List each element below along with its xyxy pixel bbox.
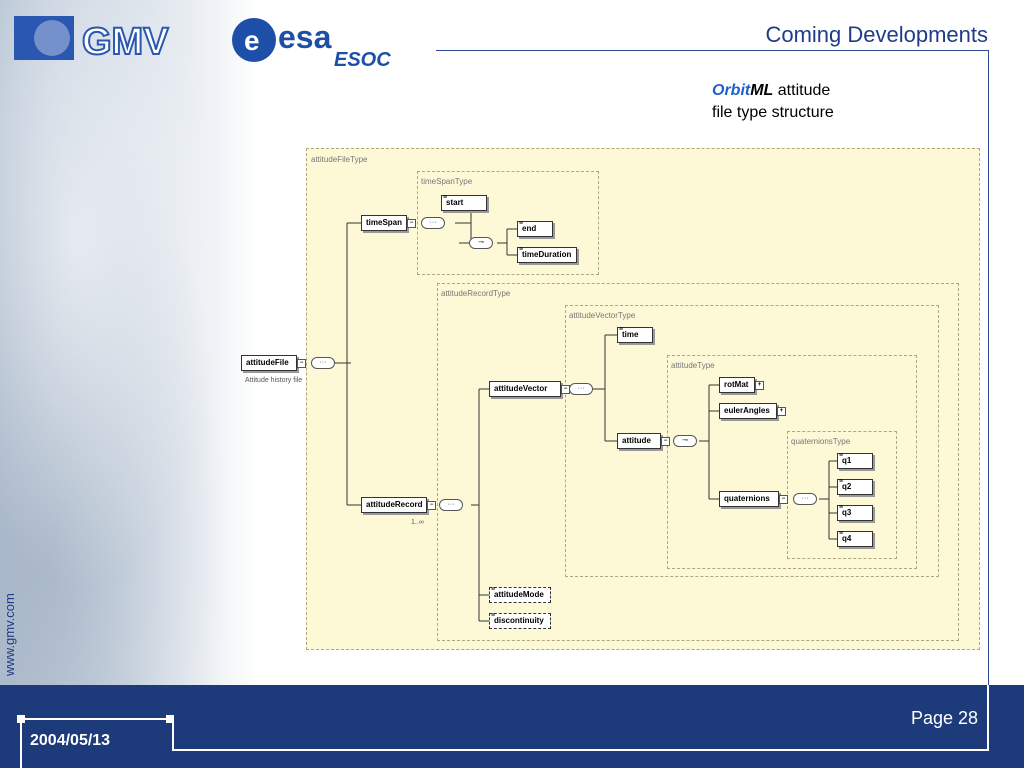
footer-date: 2004/05/13 <box>30 732 111 749</box>
node-attitude[interactable]: attitude − <box>617 433 670 449</box>
node-q3[interactable]: ≡ q3 <box>837 504 873 521</box>
type-label-attitudefiletype: attitudeFileType <box>311 155 368 164</box>
subtitle-orbit: Orbit <box>712 82 751 99</box>
simple-type-icon: ≡ <box>839 504 844 511</box>
esoc-logo-text: ESOC <box>334 49 391 70</box>
node-eulerangles[interactable]: eulerAngles + <box>719 403 786 419</box>
sequence-icon: ··· <box>793 493 817 505</box>
collapse-icon[interactable]: − <box>407 219 416 228</box>
simple-type-icon: ≡ <box>839 478 844 485</box>
simple-type-icon: ≡ <box>619 326 624 333</box>
node-eulerangles-label: eulerAngles <box>724 406 770 415</box>
type-label-timespantype: timeSpanType <box>421 177 473 186</box>
sequence-icon: ··· <box>439 499 463 511</box>
node-end-label: end <box>522 224 537 233</box>
node-time-label: time <box>622 330 639 339</box>
footer-line <box>172 749 988 751</box>
simple-type-icon: ≡ <box>839 452 844 459</box>
type-label-attitudevectortype: attitudeVectorType <box>569 311 636 320</box>
website-url: www.gmv.com <box>2 593 17 676</box>
node-timeduration-label: timeDuration <box>522 250 572 259</box>
node-q2[interactable]: ≡ q2 <box>837 478 873 495</box>
esa-logo: e esa ESOC <box>232 18 391 70</box>
node-attitudevector[interactable]: attitudeVector − <box>489 381 570 397</box>
node-q2-label: q2 <box>842 482 852 491</box>
node-timeduration[interactable]: ≡ timeDuration <box>517 246 577 263</box>
node-start[interactable]: ≡ start <box>441 194 487 211</box>
collapse-icon[interactable]: − <box>661 437 670 446</box>
page-title: Coming Developments <box>765 22 988 47</box>
diagram-connectors <box>311 202 837 622</box>
type-label-attituderecordtype: attitudeRecordType <box>441 289 511 298</box>
simple-type-icon: ≡ <box>519 220 524 227</box>
esa-logo-text: esa <box>278 19 332 55</box>
simple-type-icon: ≡ <box>839 530 844 537</box>
node-discontinuity-label: discontinuity <box>494 616 544 625</box>
sequence-icon: ··· <box>311 357 335 369</box>
node-attitudemode[interactable]: ≡ attitudeMode <box>489 586 551 603</box>
node-start-label: start <box>446 198 464 207</box>
node-attitudevector-label: attitudeVector <box>494 384 548 393</box>
node-rotmat-label: rotMat <box>724 380 749 389</box>
node-attitudefile-label: attitudeFile <box>246 358 289 367</box>
page-number: Page 28 <box>910 708 978 728</box>
subtitle-ml: ML <box>750 82 774 99</box>
simple-type-icon: ≡ <box>491 586 496 593</box>
sequence-icon: ··· <box>569 383 593 395</box>
node-attituderecord[interactable]: attitudeRecord − <box>361 497 436 513</box>
footer-line <box>22 718 170 720</box>
node-q4[interactable]: ≡ q4 <box>837 530 873 547</box>
simple-type-icon: ≡ <box>519 246 524 253</box>
node-q1[interactable]: ≡ q1 <box>837 452 873 469</box>
node-q4-label: q4 <box>842 534 852 543</box>
choice-icon: ⊸ <box>673 435 697 447</box>
subtitle-line2: file type structure <box>712 104 834 121</box>
gmv-logo-text: GMV <box>82 21 169 63</box>
node-timespan-label: timeSpan <box>366 218 403 227</box>
node-attitudefile[interactable]: attitudeFile − <box>241 355 306 371</box>
right-frame-line <box>988 50 989 750</box>
sequence-icon: ··· <box>421 217 445 229</box>
node-q3-label: q3 <box>842 508 852 517</box>
node-q1-label: q1 <box>842 456 852 465</box>
svg-text:e: e <box>244 25 260 56</box>
slide-subtitle: OrbitML attitude file type structure <box>712 80 834 124</box>
xml-schema-diagram: attitudeFileType timeSpanType attitudeRe… <box>241 148 980 650</box>
collapse-icon[interactable]: − <box>779 495 788 504</box>
simple-type-icon: ≡ <box>443 194 448 201</box>
choice-icon: ⊸ <box>469 237 493 249</box>
node-attituderecord-multiplicity: 1..∞ <box>411 519 424 526</box>
footer-square-icon <box>166 715 174 723</box>
expand-icon[interactable]: + <box>777 407 786 416</box>
node-attitudemode-label: attitudeMode <box>494 590 544 599</box>
type-label-quaternionstype: quaternionsType <box>791 437 851 446</box>
node-discontinuity[interactable]: ≡ discontinuity <box>489 612 551 629</box>
gmv-logo: GMV <box>14 16 170 64</box>
node-quaternions-label: quaternions <box>724 494 770 503</box>
node-attitude-label: attitude <box>622 436 651 445</box>
footer-square-icon <box>17 715 25 723</box>
node-end[interactable]: ≡ end <box>517 220 553 237</box>
node-timespan[interactable]: timeSpan − <box>361 215 416 231</box>
footer-bar <box>0 685 1024 768</box>
expand-icon[interactable]: + <box>755 381 764 390</box>
footer-line <box>20 718 22 768</box>
background-shading <box>0 0 260 685</box>
subtitle-attitude: attitude <box>773 82 831 99</box>
title-divider <box>436 50 988 51</box>
simple-type-icon: ≡ <box>491 612 496 619</box>
node-rotmat[interactable]: rotMat + <box>719 377 764 393</box>
node-quaternions[interactable]: quaternions − <box>719 491 788 507</box>
type-label-attitudetype: attitudeType <box>671 361 715 370</box>
collapse-icon[interactable]: − <box>427 501 436 510</box>
footer-line <box>172 718 174 751</box>
node-time[interactable]: ≡ time <box>617 326 653 343</box>
node-attituderecord-label: attitudeRecord <box>366 500 423 509</box>
footer-line <box>987 685 989 751</box>
collapse-icon[interactable]: − <box>297 359 306 368</box>
node-attitudefile-doc: Attitude history file <box>245 377 303 384</box>
